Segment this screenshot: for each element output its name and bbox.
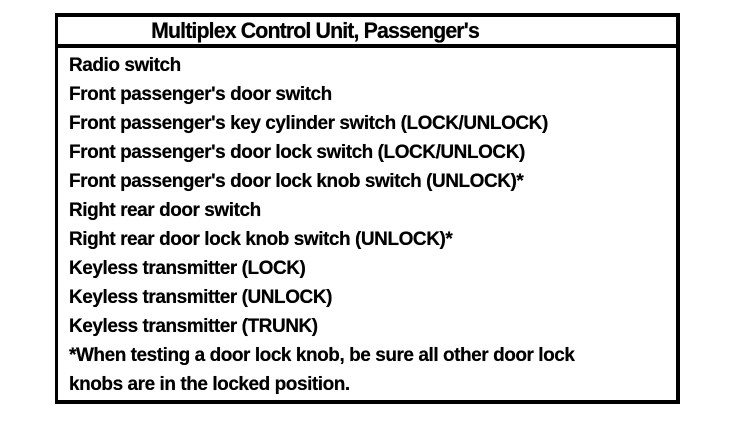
table-row: Radio switch bbox=[69, 55, 181, 76]
table-row: Front passenger's key cylinder switch (L… bbox=[69, 113, 548, 134]
table-row: Front passenger's door switch bbox=[69, 84, 332, 105]
table-title: Multiplex Control Unit, Passenger's bbox=[151, 17, 480, 43]
table-row: Keyless transmitter (TRUNK) bbox=[69, 316, 318, 337]
multiplex-control-unit-table: Multiplex Control Unit, Passenger's Radi… bbox=[55, 13, 680, 404]
table-row: Right rear door switch bbox=[69, 200, 261, 221]
table-body: Radio switch Front passenger's door swit… bbox=[58, 48, 676, 399]
table-row: Keyless transmitter (LOCK) bbox=[69, 258, 306, 279]
table-row: Front passenger's door lock switch (LOCK… bbox=[69, 142, 525, 163]
table-footnote: *When testing a door lock knob, be sure … bbox=[69, 345, 575, 395]
table-row: Right rear door lock knob switch (UNLOCK… bbox=[69, 229, 453, 250]
table-row: Front passenger's door lock knob switch … bbox=[69, 171, 524, 192]
table-row: Keyless transmitter (UNLOCK) bbox=[69, 287, 332, 308]
table-header: Multiplex Control Unit, Passenger's bbox=[58, 17, 676, 48]
